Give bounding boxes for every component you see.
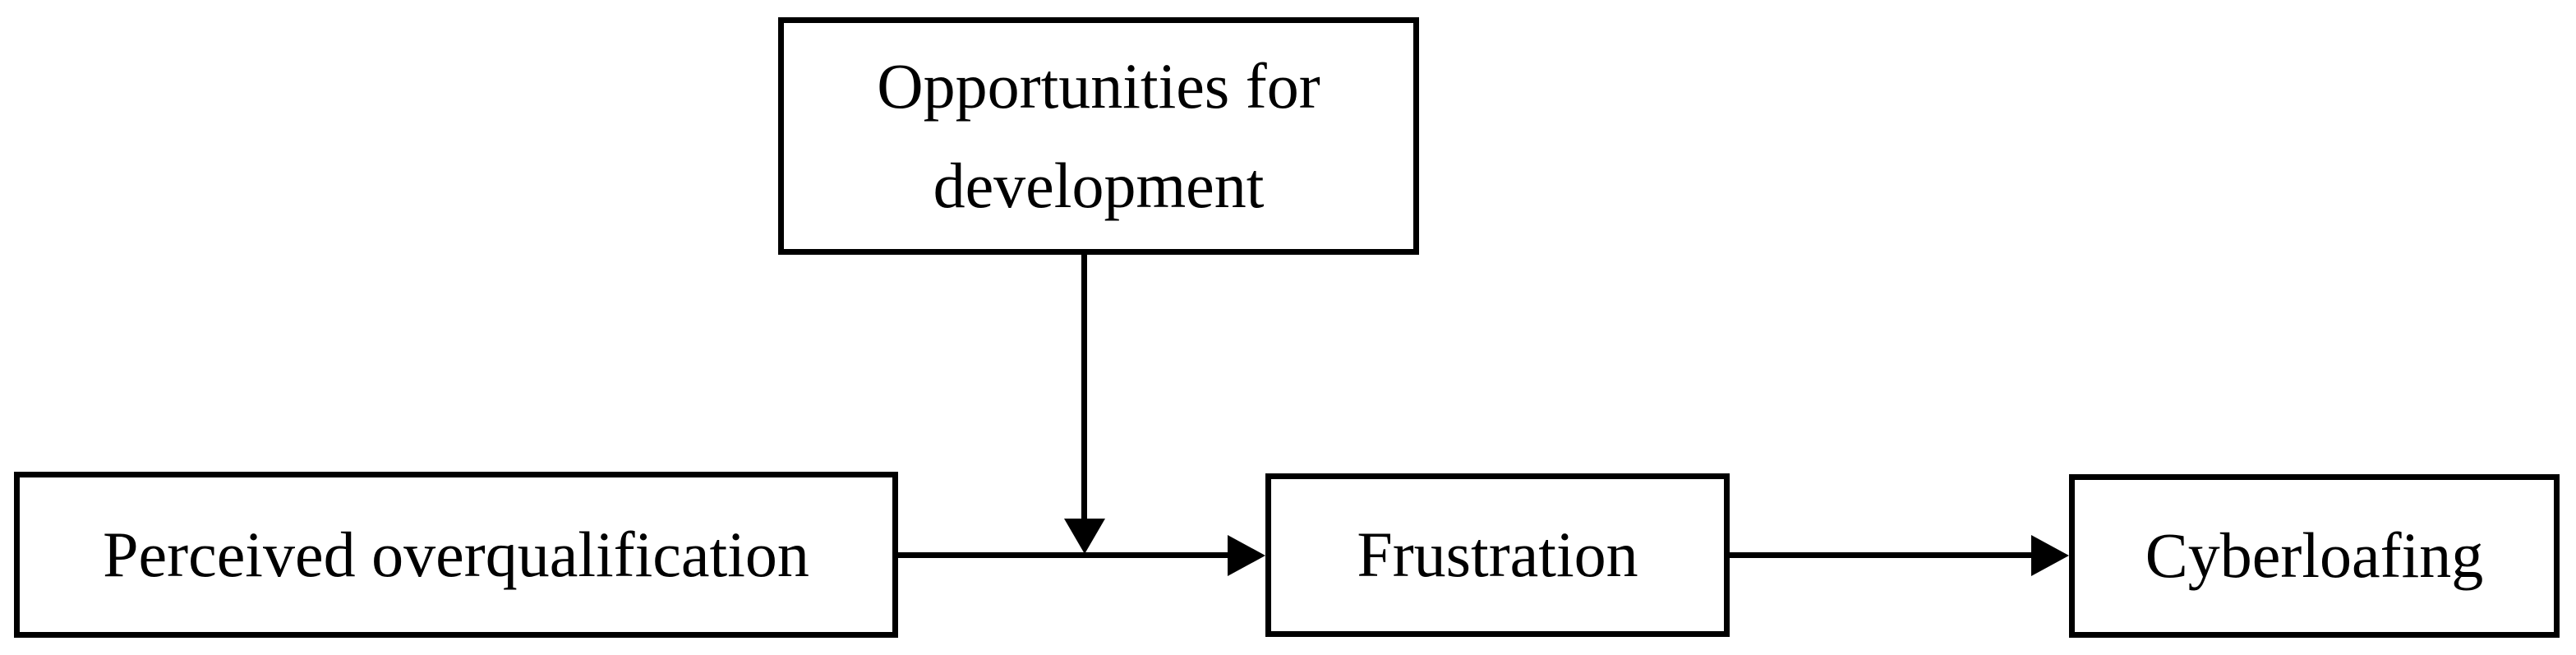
arrowhead-right-icon — [2031, 535, 2069, 576]
node-frustration: Frustration — [1265, 473, 1730, 637]
node-label-perceived-overqualification: Perceived overqualification — [103, 518, 809, 590]
node-label-cyberloafing: Cyberloafing — [2145, 519, 2484, 592]
arrow-line-frustration-to-cyberloafing — [1730, 552, 2035, 558]
arrow-line-overqualification-to-frustration — [898, 552, 1232, 558]
arrow-line-development-to-path — [1081, 253, 1087, 521]
node-label-frustration: Frustration — [1357, 519, 1638, 591]
node-opportunities-for-development: Opportunities for development — [778, 17, 1419, 255]
node-cyberloafing: Cyberloafing — [2069, 474, 2560, 638]
node-perceived-overqualification: Perceived overqualification — [14, 472, 898, 638]
node-label-opportunities-for-development: Opportunities for development — [877, 49, 1320, 221]
arrowhead-down-icon — [1063, 519, 1105, 554]
arrowhead-right-icon — [1228, 535, 1265, 576]
